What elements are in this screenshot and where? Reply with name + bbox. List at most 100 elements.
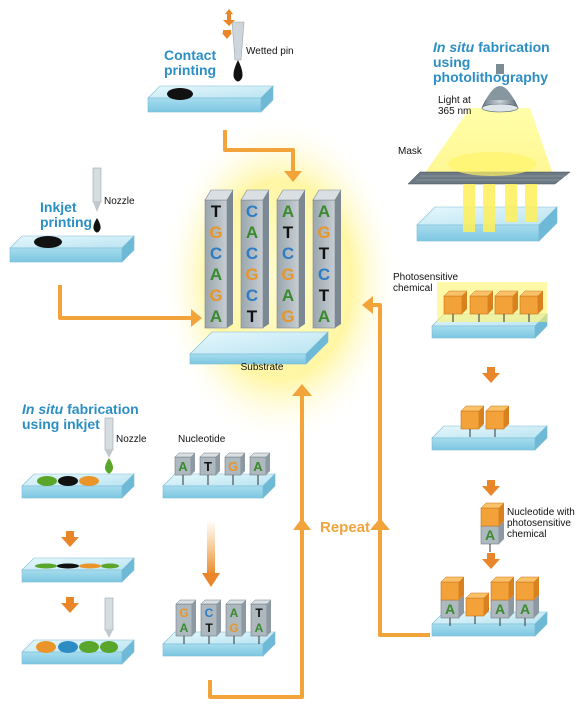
- nucleotide-block: A: [249, 452, 271, 485]
- repeat-label: Repeat: [320, 519, 371, 536]
- nucleotide-block: G: [224, 452, 246, 485]
- nucleotide-label: Nucleotide: [178, 434, 226, 445]
- nucleotide-with-line3: chemical: [507, 529, 547, 540]
- photo-heading-line2: using photolithography: [433, 54, 549, 85]
- nucleotide-stack: AG: [225, 599, 247, 644]
- photo-cube: [485, 405, 510, 437]
- slab-central: [189, 331, 329, 365]
- ink-drops-row-1: [37, 476, 99, 486]
- base-letter: C: [246, 244, 258, 263]
- contact-heading-line2: printing: [164, 62, 217, 78]
- base-letter: T: [319, 286, 330, 305]
- inkjet-heading-line1: Inkjet: [40, 199, 77, 215]
- inkjet-heading-line2: printing: [40, 214, 93, 230]
- light-columns: [463, 184, 537, 232]
- slab-insitu-2: [21, 557, 135, 583]
- nucleotide-stack: TA: [250, 599, 272, 644]
- mask-label: Mask: [398, 146, 422, 157]
- base-letter: A: [485, 527, 495, 543]
- slab-nucleotide: [162, 473, 276, 499]
- photo-cube: A: [490, 576, 515, 626]
- slab-contact: [147, 85, 274, 113]
- base-letter: A: [495, 601, 505, 617]
- base-letter: A: [282, 286, 294, 305]
- base-letter: A: [230, 606, 239, 620]
- nozzle-label: Nozzle: [104, 196, 135, 207]
- nucleotide-block: T: [199, 452, 221, 485]
- base-letter: T: [205, 621, 213, 635]
- base-letter: G: [281, 265, 294, 284]
- base-letter: G: [317, 223, 330, 242]
- nucleotide-with-line2: photosensitive: [507, 518, 571, 529]
- photo-cube: A: [440, 576, 465, 626]
- base-letter: A: [318, 307, 330, 326]
- base-letter: A: [210, 307, 222, 326]
- insitu-heading-line2: using inkjet: [22, 416, 100, 432]
- photolithography-heading: In situ fabrication using photolithograp…: [433, 40, 577, 85]
- nucleotide-stack: CT: [200, 599, 222, 644]
- base-letter: G: [209, 286, 222, 305]
- base-letter: A: [246, 223, 258, 242]
- insitu-inkjet-heading: In situ fabrication using inkjet: [22, 402, 139, 432]
- inkjet-spot: [34, 236, 62, 248]
- base-letter: T: [319, 244, 330, 263]
- inkjet-printing-heading: Inkjet printing: [40, 200, 92, 230]
- flow-arrows: [58, 130, 430, 699]
- photo-cube: A: [515, 576, 540, 626]
- slab-inkjet: [9, 235, 135, 263]
- insitu-heading-italic: In situ: [22, 401, 64, 417]
- base-letter: C: [318, 265, 330, 284]
- slab-photo-3: [431, 425, 548, 451]
- light-label: Light at 365 nm: [438, 95, 471, 117]
- fade-arrow-shaft: [207, 520, 215, 575]
- contact-heading-line1: Contact: [164, 47, 217, 63]
- ink-drops-row-3: [36, 641, 118, 653]
- photo-heading-italic: In situ: [433, 39, 475, 55]
- base-letter: C: [282, 244, 294, 263]
- base-letter: G: [281, 307, 294, 326]
- base-letter: C: [205, 606, 214, 620]
- nucleotide-block: A: [174, 452, 196, 485]
- base-letter: G: [179, 606, 188, 620]
- contact-printing-heading: Contact printing: [164, 48, 216, 78]
- base-letter: A: [520, 601, 530, 617]
- photo-cube: [443, 290, 468, 322]
- photo-cube: [494, 290, 519, 322]
- slab-insitu-1: [21, 473, 135, 499]
- nucleotide-stack: GA: [175, 599, 197, 644]
- light-label-line1: Light at: [438, 95, 471, 106]
- wetted-pin-label: Wetted pin: [246, 46, 294, 57]
- base-letter: T: [247, 307, 258, 326]
- substrate-label: Substrate: [241, 362, 284, 373]
- base-letter: A: [253, 459, 263, 474]
- base-letter: C: [246, 202, 258, 221]
- insitu-heading-rest: fabrication: [63, 401, 139, 417]
- base-letter: A: [180, 621, 189, 635]
- photo-cube: [519, 290, 544, 322]
- nucleotide-with-label: Nucleotide with photosensitive chemical: [507, 507, 575, 540]
- nozzle-icon-2: [104, 417, 114, 474]
- base-letter: T: [255, 606, 263, 620]
- photo-cube: [460, 405, 485, 437]
- nozzle-label-2: Nozzle: [116, 434, 147, 445]
- mask-icon: [407, 152, 571, 185]
- photo-cube: [469, 290, 494, 322]
- base-letter: A: [318, 202, 330, 221]
- base-letter: G: [228, 459, 238, 474]
- arrow-heads: [191, 171, 390, 530]
- nozzle-icon-3: [104, 597, 114, 638]
- base-letter: G: [209, 223, 222, 242]
- base-letter: T: [211, 202, 222, 221]
- nozzle-icon: [92, 167, 102, 233]
- down-arrows: [61, 367, 500, 613]
- photo-cube: A: [480, 502, 505, 552]
- light-label-line2: 365 nm: [438, 106, 472, 117]
